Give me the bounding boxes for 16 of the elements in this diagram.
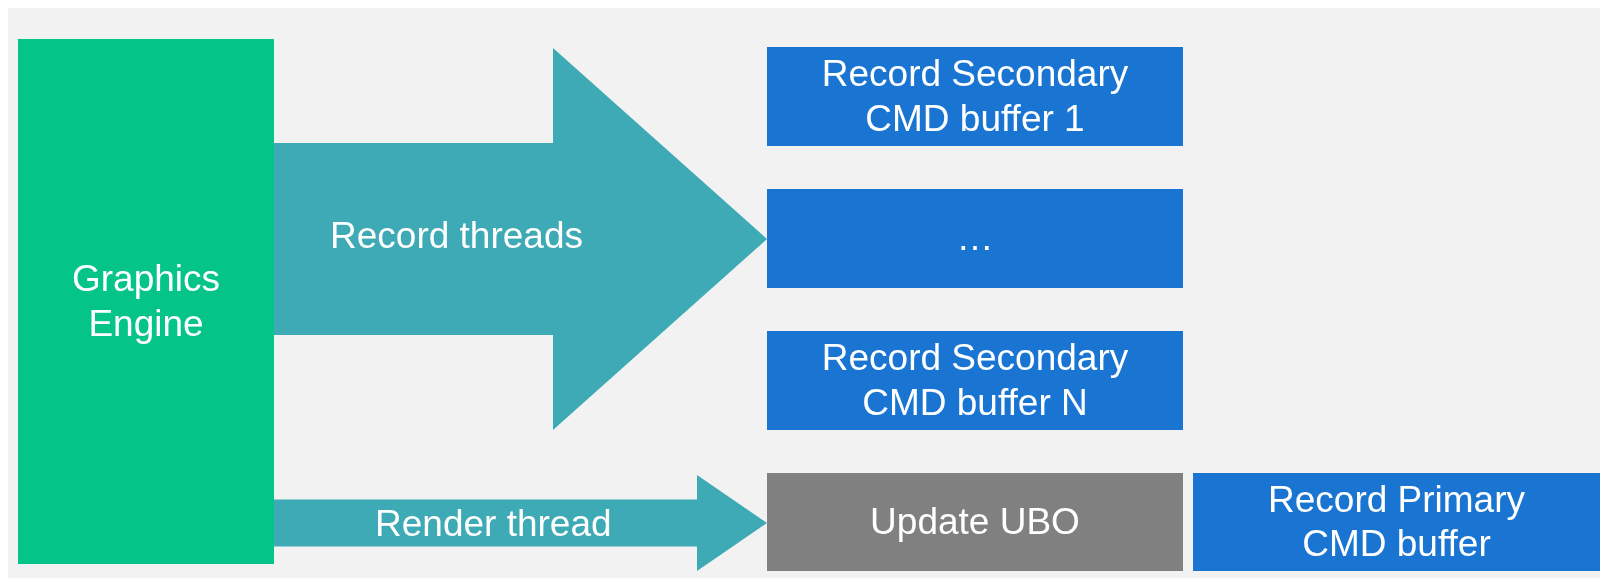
process-box <box>1193 473 1600 571</box>
process-box <box>767 473 1183 571</box>
box-label: Record Secondary CMD buffer N <box>820 336 1130 425</box>
block-arrow <box>274 48 767 430</box>
process-box <box>18 39 274 564</box>
box-label: Record Primary CMD buffer <box>1267 477 1526 566</box>
edge-label: Render thread <box>375 502 612 546</box>
block-arrow <box>274 475 767 571</box>
process-box <box>767 189 1183 288</box>
process-box <box>767 331 1183 430</box>
box-label: … <box>956 216 994 261</box>
edge-label: Record threads <box>330 214 583 258</box>
box-label: Record Secondary CMD buffer 1 <box>820 52 1130 141</box>
box-label: Graphics Engine <box>70 257 222 346</box>
process-box <box>767 47 1183 146</box>
box-label: Update UBO <box>870 499 1080 544</box>
